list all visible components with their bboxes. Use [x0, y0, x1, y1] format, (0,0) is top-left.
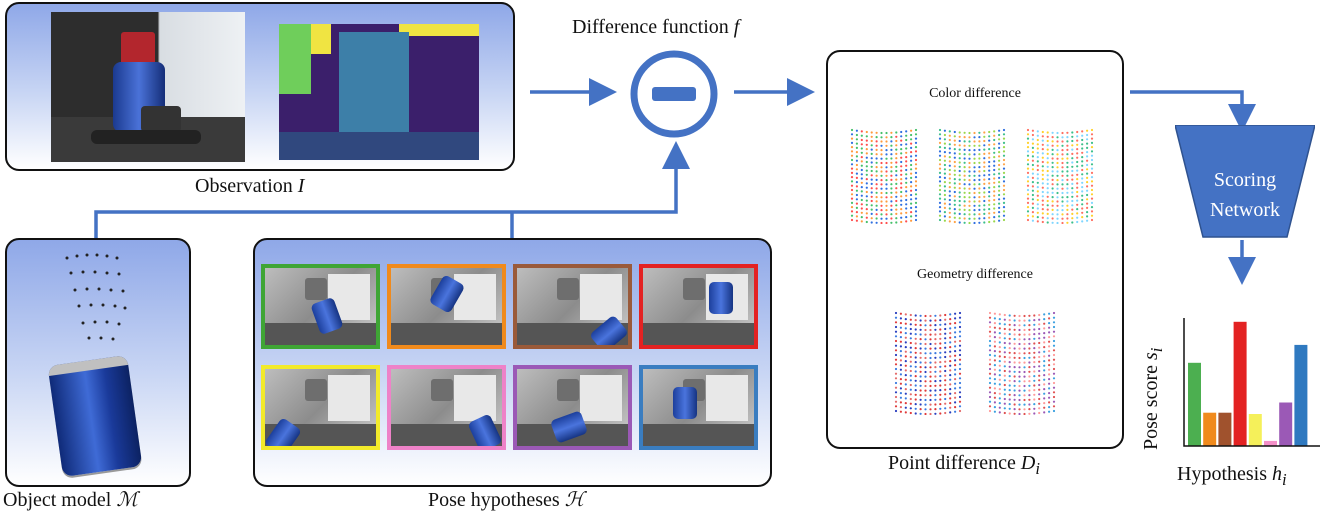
observation-panel — [5, 2, 515, 171]
observation-rgb-image — [51, 12, 245, 162]
hypothesis-thumbnail — [639, 365, 758, 450]
pose-score-bar — [1264, 440, 1277, 446]
hypothesis-thumbnail — [261, 365, 380, 450]
arrow-models-to-diff — [94, 141, 690, 238]
hypothesis-thumbnail — [639, 264, 758, 349]
scoring-network-block — [1175, 125, 1315, 238]
pose-score-bar — [1294, 344, 1308, 446]
point-difference-caption: Point difference Di — [888, 452, 1041, 478]
observation-segmentation-image — [279, 24, 479, 160]
hypothesis-thumbnail — [387, 264, 506, 349]
difference-cloud — [1026, 128, 1094, 224]
pose-score-bar — [1279, 402, 1293, 446]
object-mesh — [47, 354, 143, 478]
pose-score-ylabel: Pose score si — [1140, 347, 1166, 450]
hypothesis-thumbnail — [387, 365, 506, 450]
difference-cloud — [988, 311, 1056, 415]
minus-symbol — [652, 87, 696, 101]
difference-cloud — [894, 311, 962, 415]
geometry-difference-label: Geometry difference — [917, 267, 1033, 282]
pose-score-bar — [1233, 321, 1247, 446]
pose-score-bar — [1188, 362, 1201, 446]
difference-cloud — [850, 128, 918, 224]
pose-score-bar — [1203, 412, 1217, 446]
object-model-panel — [5, 238, 191, 487]
chart-axes — [1183, 318, 1320, 447]
pose-hypotheses-caption: Pose hypotheses ℋ — [428, 489, 585, 511]
pose-score-xlabel: Hypothesis hi — [1177, 463, 1287, 489]
hypothesis-thumbnail — [513, 264, 632, 349]
pose-score-bar — [1248, 414, 1262, 446]
pose-hypotheses-panel — [253, 238, 772, 487]
hypothesis-thumbnail — [513, 365, 632, 450]
object-point-cloud — [65, 253, 127, 341]
hypothesis-thumbnail — [261, 264, 380, 349]
arrow-points-to-network — [1130, 90, 1256, 132]
difference-cloud — [938, 128, 1006, 224]
pose-score-chart — [1183, 318, 1320, 447]
difference-operator — [630, 50, 718, 138]
scoring-network-label: Scoring Network — [1210, 169, 1280, 221]
observation-caption: Observation I — [195, 175, 305, 197]
object-model-caption: Object model ℳ — [3, 489, 138, 511]
difference-caption: Difference function f — [572, 16, 740, 38]
point-difference-panel: Color difference Geometry difference — [826, 50, 1124, 449]
color-difference-label: Color difference — [929, 86, 1021, 101]
pose-score-bar — [1218, 412, 1232, 446]
